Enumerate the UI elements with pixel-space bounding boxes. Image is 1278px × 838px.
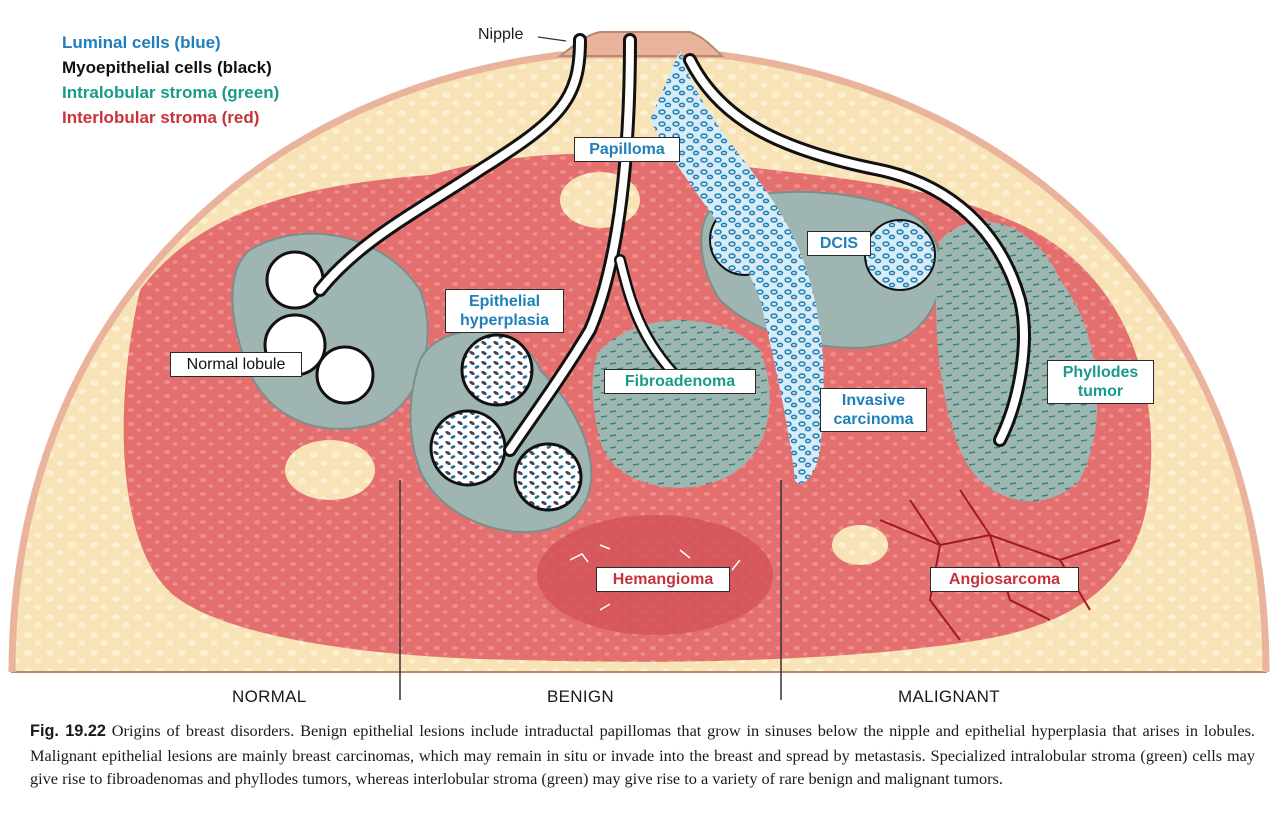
label-papilloma: Papilloma: [574, 137, 680, 162]
section-benign: BENIGN: [547, 687, 614, 706]
nipple-pointer: [537, 36, 567, 42]
label-angiosarcoma: Angiosarcoma: [930, 567, 1079, 592]
label-normal-lobule: Normal lobule: [170, 352, 302, 377]
invasive-carcinoma-region: [650, 50, 824, 484]
normal-lobule-acini: [263, 250, 375, 405]
section-malignant: MALIGNANT: [898, 687, 1000, 706]
legend-myoepithelial: Myoepithelial cells (black): [62, 58, 272, 77]
label-dcis: DCIS: [807, 231, 871, 256]
figure-caption-text: Origins of breast disorders. Benign epit…: [30, 721, 1255, 788]
label-phyllodes-tumor: Phyllodes tumor: [1047, 360, 1154, 404]
label-invasive-carcinoma: Invasive carcinoma: [820, 388, 927, 432]
label-nipple: Nipple: [478, 26, 524, 43]
legend: Luminal cells (blue) Myoepithelial cells…: [62, 30, 279, 130]
section-normal: NORMAL: [232, 687, 307, 706]
label-fibroadenoma: Fibroadenoma: [604, 369, 756, 394]
legend-luminal: Luminal cells (blue): [62, 33, 221, 52]
figure-caption: Fig. 19.22 Origins of breast disorders. …: [30, 719, 1255, 791]
ducts: [313, 33, 1031, 457]
legend-interlobular: Interlobular stroma (red): [62, 108, 260, 127]
label-hemangioma: Hemangioma: [596, 567, 730, 592]
breast-disorders-diagram: [8, 31, 1270, 700]
figure-number: Fig. 19.22: [30, 722, 106, 740]
legend-intralobular: Intralobular stroma (green): [62, 83, 280, 102]
label-epithelial-hyperplasia: Epithelial hyperplasia: [445, 289, 564, 333]
fibroadenoma-region: [592, 320, 770, 488]
